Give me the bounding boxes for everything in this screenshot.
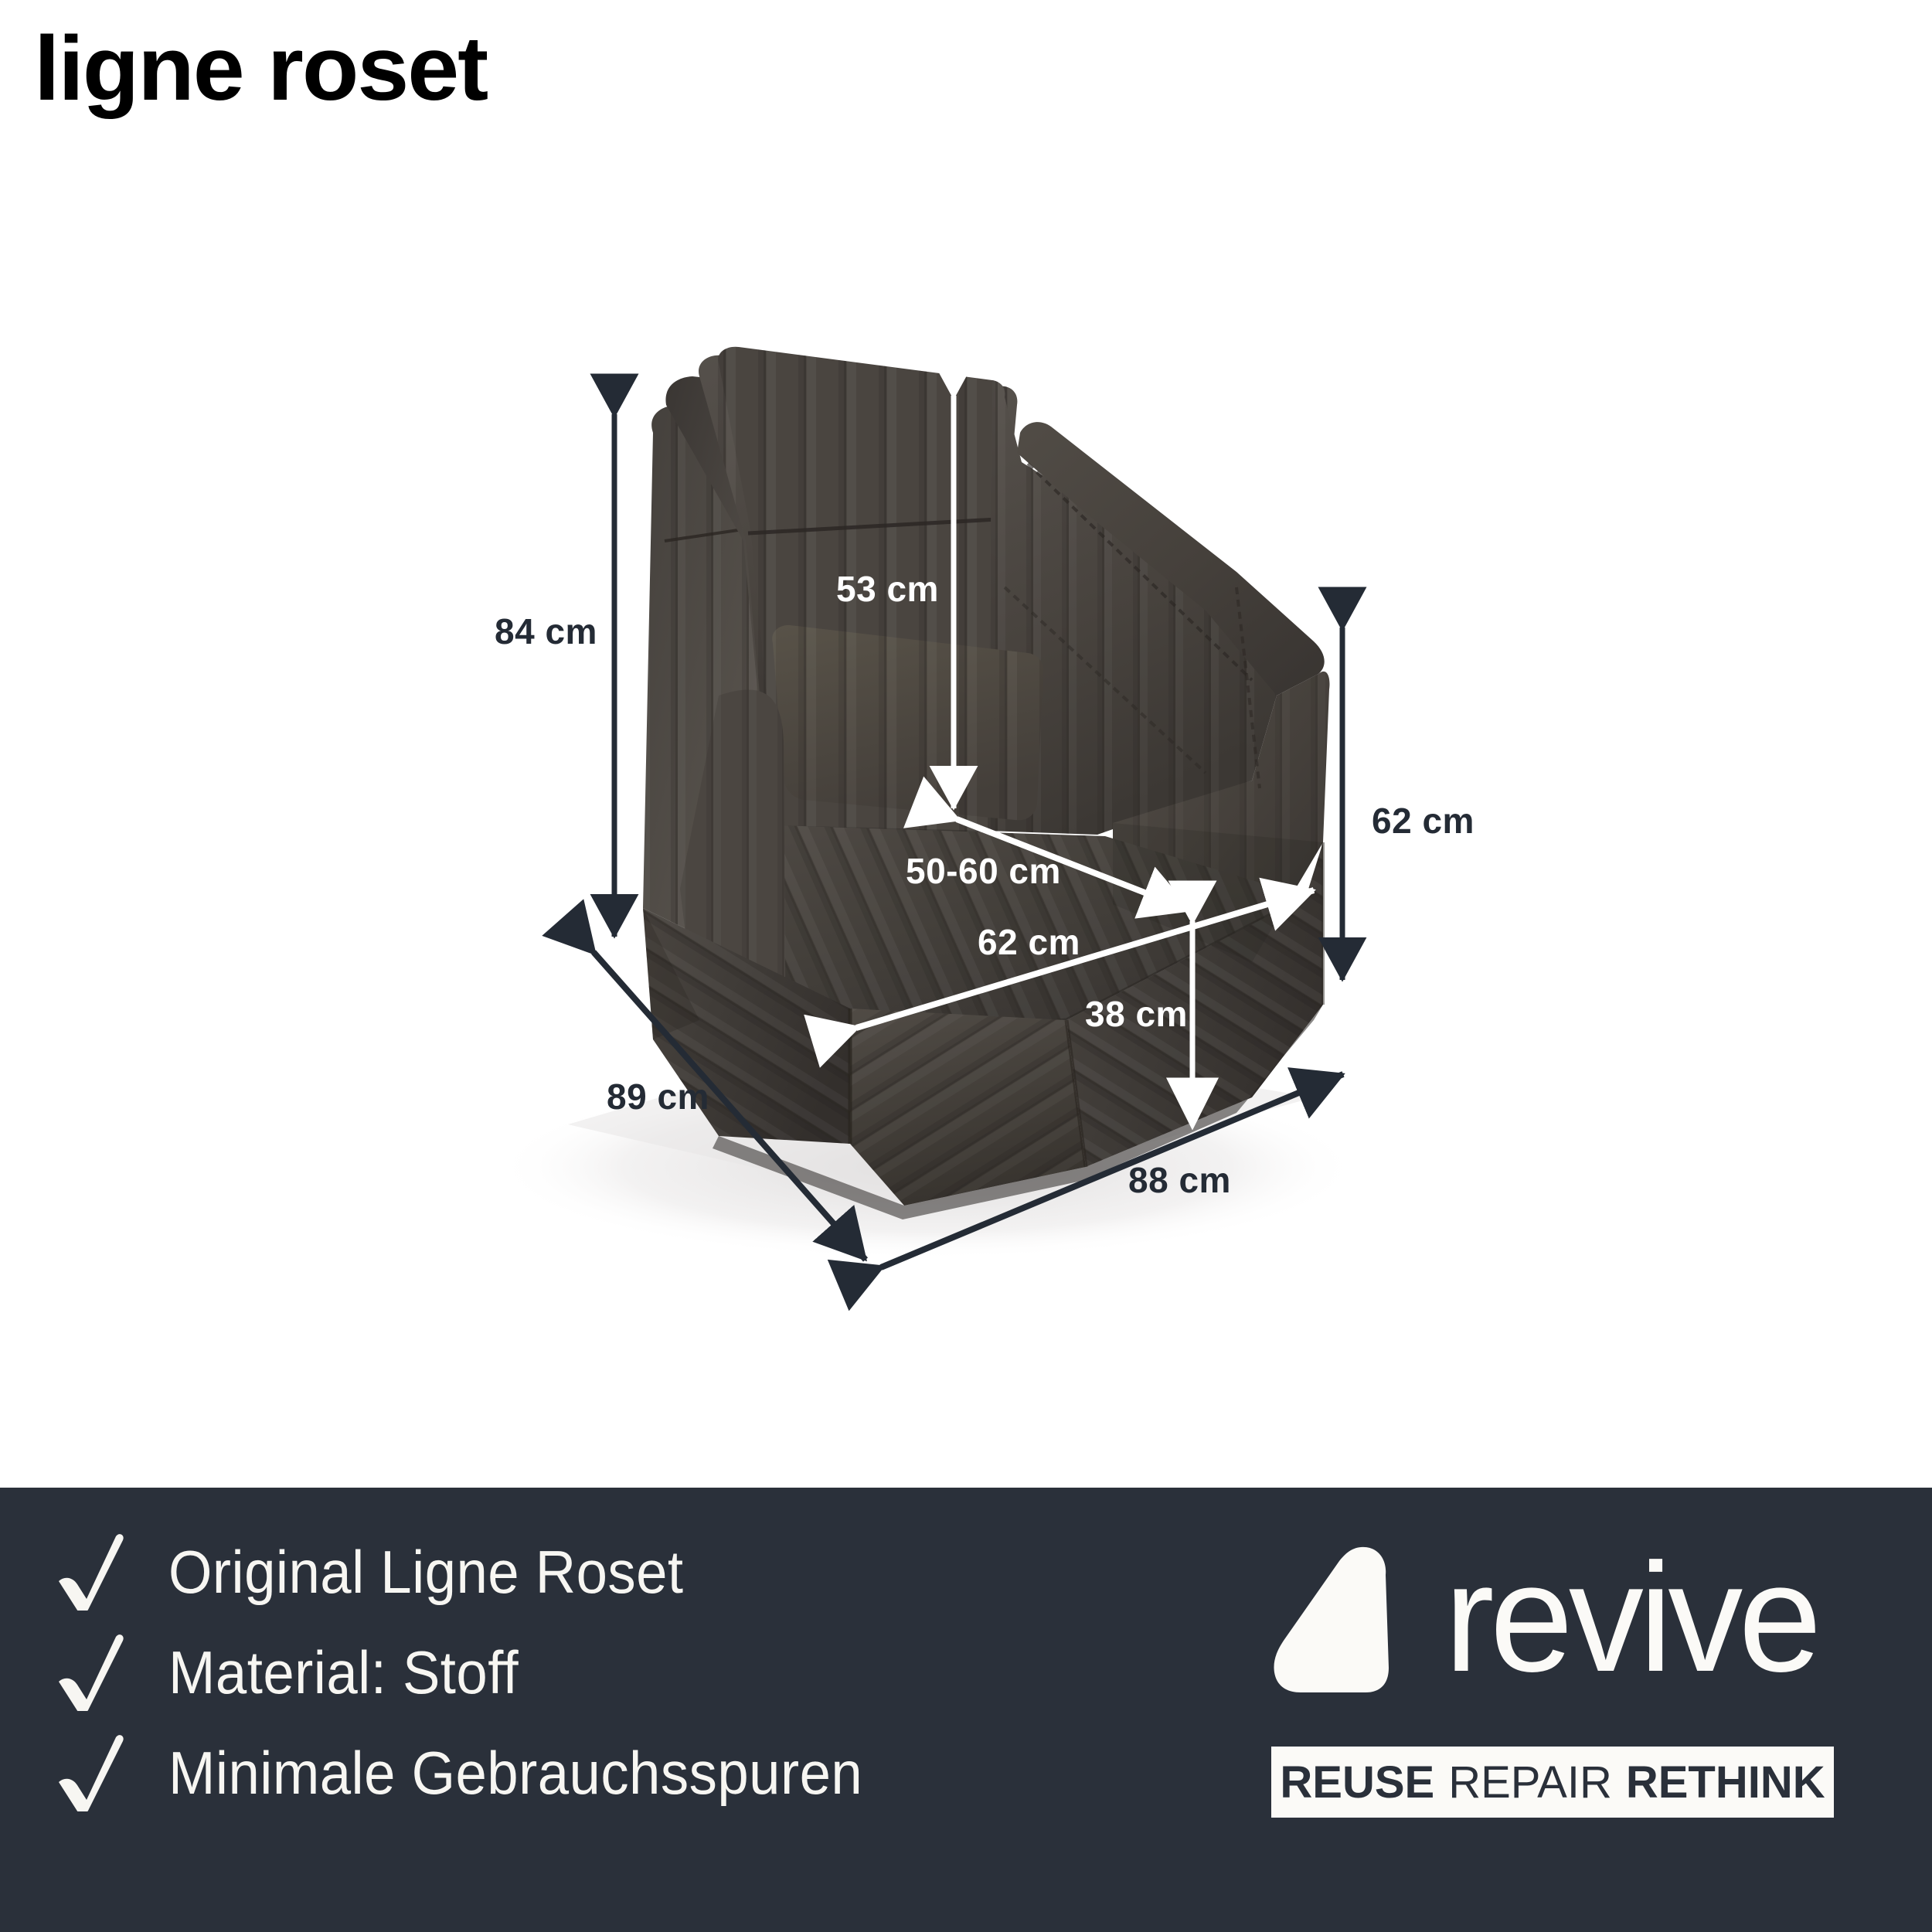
feature-item: Minimale Gebrauchsspuren bbox=[54, 1723, 1136, 1823]
feature-banner: Original Ligne Roset Material: Stoff Min… bbox=[0, 1488, 1932, 1932]
revive-lockup: revive bbox=[1271, 1530, 1859, 1706]
dimension-label-arm-height: 62 cm bbox=[1372, 801, 1475, 841]
feature-label: Minimale Gebrauchsspuren bbox=[168, 1739, 863, 1807]
feature-item: Material: Stoff bbox=[54, 1622, 1136, 1723]
tagline-reuse: REUSE bbox=[1280, 1757, 1435, 1808]
dimension-label-backrest-height: 53 cm bbox=[836, 569, 939, 609]
dimension-label-seat-width: 62 cm bbox=[978, 922, 1080, 962]
dimension-label-overall-depth: 89 cm bbox=[607, 1077, 709, 1117]
check-icon bbox=[59, 1735, 124, 1811]
feature-label: Material: Stoff bbox=[168, 1638, 519, 1706]
armchair-illustration bbox=[495, 346, 1367, 1311]
revive-wordmark: revive bbox=[1444, 1532, 1821, 1704]
dimension-label-overall-width: 88 cm bbox=[1128, 1160, 1231, 1200]
check-icon bbox=[59, 1534, 124, 1611]
arrow-seat-width bbox=[804, 877, 1316, 1068]
dimension-arrows bbox=[542, 355, 1367, 1311]
check-icon bbox=[59, 1634, 124, 1711]
feature-list: Original Ligne Roset Material: Stoff Min… bbox=[54, 1522, 1136, 1823]
dimension-label-seat-depth: 50-60 cm bbox=[906, 851, 1061, 891]
product-image-stage: 84 cm 53 cm 62 cm 50-60 cm 62 cm 38 cm 8… bbox=[495, 346, 1475, 1311]
feature-label: Original Ligne Roset bbox=[168, 1538, 684, 1606]
revive-leaf-icon bbox=[1274, 1546, 1389, 1692]
tagline-rethink: RETHINK bbox=[1625, 1757, 1825, 1808]
revive-brand-block: revive REUSE REPAIR RETHINK bbox=[1271, 1530, 1859, 1818]
revive-tagline-box: REUSE REPAIR RETHINK bbox=[1271, 1747, 1834, 1818]
brand-logo: ligne roset bbox=[34, 18, 488, 120]
armchair-body bbox=[643, 346, 1330, 1219]
tagline-repair: REPAIR bbox=[1448, 1757, 1612, 1808]
arrow-overall-width bbox=[827, 1067, 1345, 1311]
dimension-label-seat-height: 38 cm bbox=[1085, 994, 1188, 1034]
feature-item: Original Ligne Roset bbox=[54, 1522, 1136, 1622]
arrow-overall-depth bbox=[542, 899, 868, 1262]
dimension-label-overall-height: 84 cm bbox=[495, 611, 597, 651]
